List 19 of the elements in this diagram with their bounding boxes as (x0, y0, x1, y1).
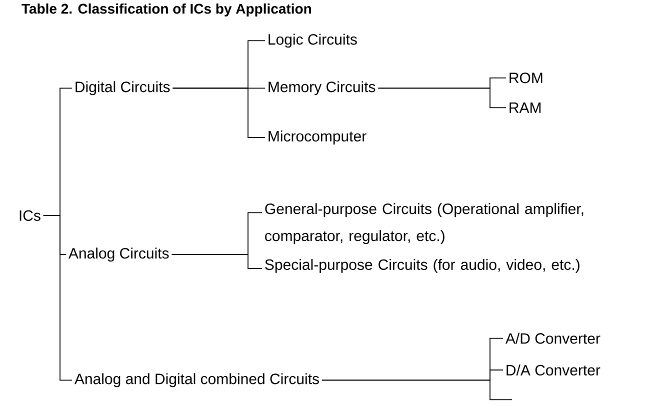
tree-connector (172, 88, 266, 138)
tree-label: RAM (510, 102, 541, 113)
tree-label: Analog and Digital combined Circuits (74, 373, 319, 388)
tree-label: Analog Circuits (68, 248, 169, 262)
tree-label: Logic Circuits (268, 34, 357, 48)
tree-label: Memory Circuits (268, 81, 376, 96)
tree-connector (171, 254, 262, 269)
tree-label: Special-purpose Circuits (for audio, video, etc.) (265, 258, 580, 273)
tree-connector (378, 88, 506, 108)
tree-label: General-purpose Circuits (Operational amplifier, comparator, regulator, etc.) (265, 203, 584, 244)
tree-connector (42, 215, 72, 381)
tree-label: A/D Converter (505, 332, 600, 344)
tree-label: D/A Converter (506, 364, 600, 376)
tree-connector (322, 370, 504, 381)
tree-label: ROM (510, 72, 542, 84)
tree-label: Digital Circuits (76, 81, 170, 96)
tree-label: ICs (20, 210, 40, 221)
table-title: Table 2. Classification of ICs by Application (22, 3, 311, 16)
tree-label: Microcomputer (268, 130, 366, 144)
